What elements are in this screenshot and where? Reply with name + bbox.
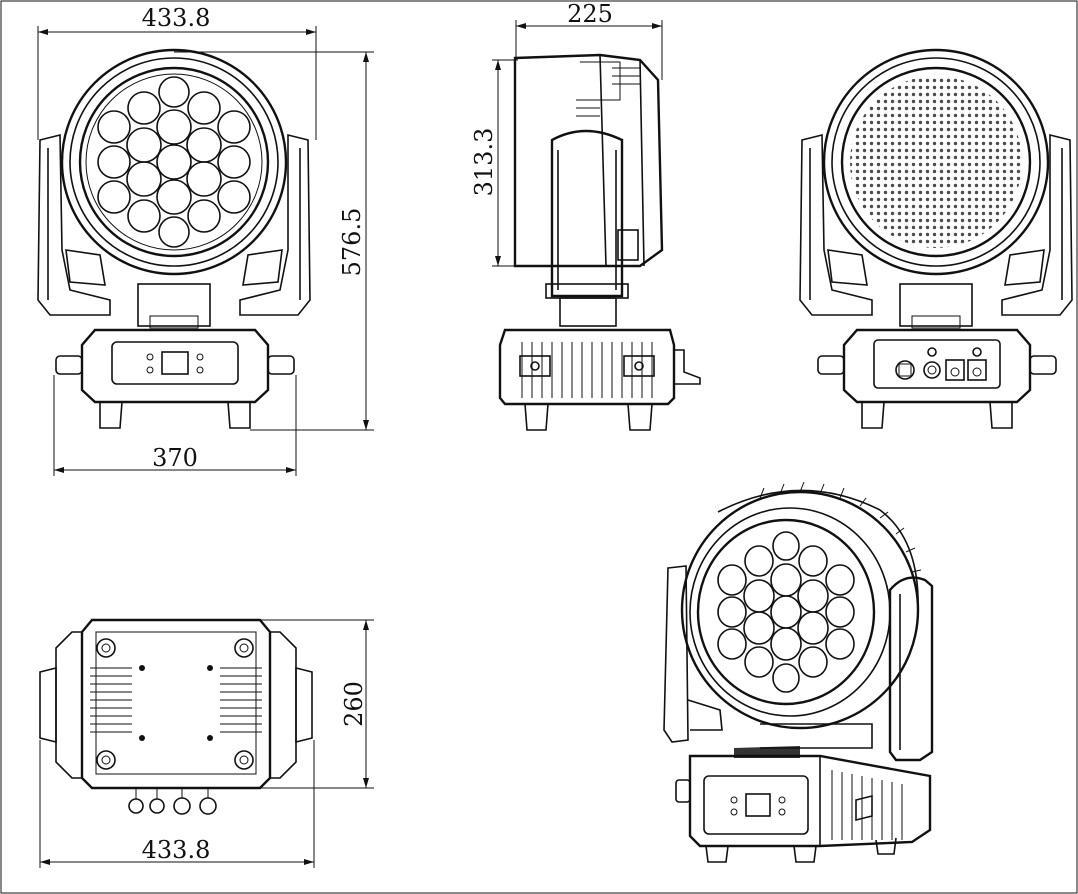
dim-side-depth: 225 — [567, 0, 613, 28]
dim-front-height: 576.5 — [338, 208, 366, 277]
dim-bottom-depth: 260 — [340, 681, 368, 727]
bottom-view: 260 433.8 — [39, 618, 374, 868]
dim-base-width: 370 — [152, 444, 198, 472]
dim-side-height: 313.3 — [470, 128, 498, 197]
isometric-view — [663, 481, 934, 863]
side-view: 225 313.3 — [470, 0, 701, 431]
front-view: 433.8 576.5 370 — [37, 4, 374, 476]
rear-view — [799, 48, 1073, 429]
dim-bottom-width: 433.8 — [142, 836, 211, 864]
dim-front-width: 433.8 — [142, 4, 211, 32]
